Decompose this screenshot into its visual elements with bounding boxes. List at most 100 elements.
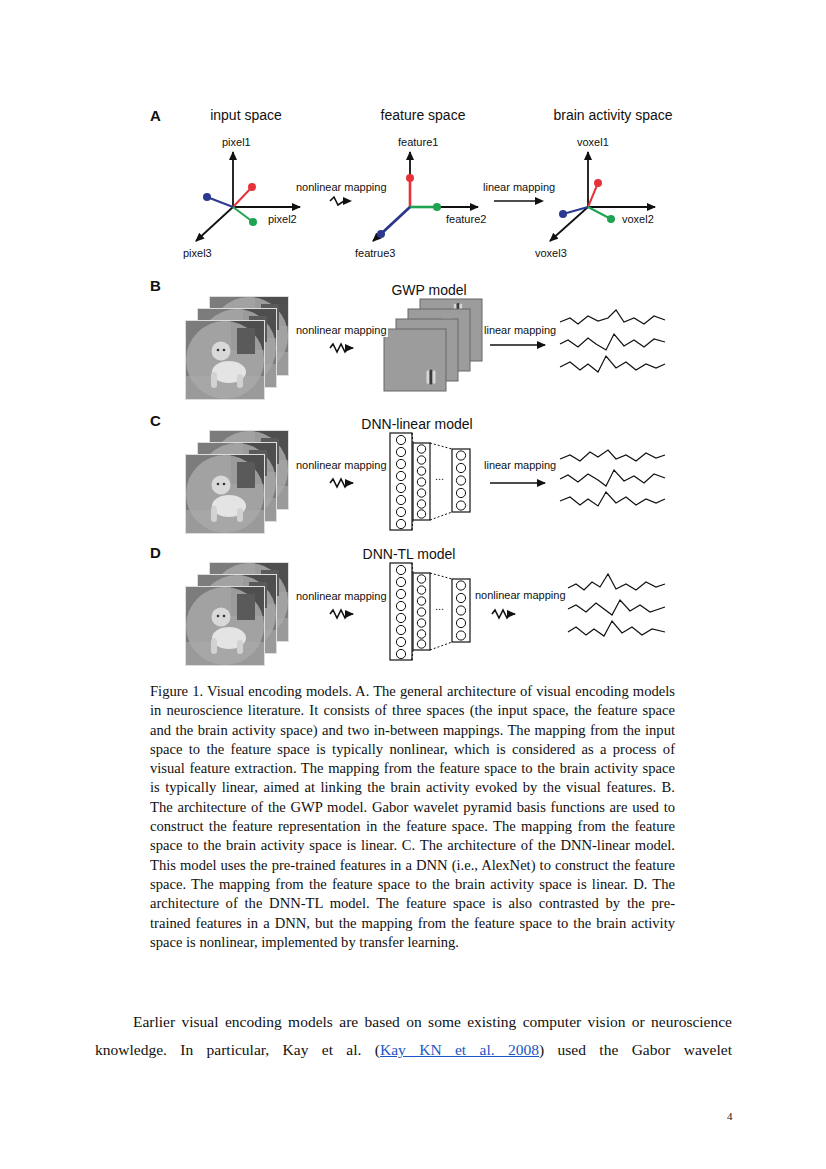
axis-label: pixel1 bbox=[222, 136, 251, 149]
response-waves-part bbox=[560, 310, 665, 324]
response-waves-part bbox=[560, 334, 665, 350]
feature-axes bbox=[373, 152, 478, 241]
photo-stack-d-part bbox=[185, 586, 265, 666]
network-c bbox=[390, 433, 470, 530]
response-waves-part bbox=[560, 450, 665, 461]
pixel-axes-part bbox=[233, 206, 300, 208]
connector-line bbox=[330, 197, 344, 205]
space-panel: brain activity space bbox=[548, 106, 678, 256]
photo-stack-b bbox=[185, 296, 289, 400]
response-waves bbox=[560, 310, 665, 636]
node-heading: DNN-TL model bbox=[363, 546, 456, 562]
axis-label: voxel1 bbox=[577, 136, 609, 149]
voxel-points-part bbox=[594, 179, 602, 187]
gabor-stack bbox=[384, 299, 482, 391]
pixel-points-part bbox=[207, 197, 233, 207]
voxel-axes-part bbox=[550, 207, 588, 241]
mapping-label: nonlinear mapping bbox=[474, 589, 567, 602]
mapping-label: nonlinear mapping bbox=[295, 590, 388, 603]
feature-axes-part bbox=[410, 206, 478, 208]
figure-caption: Figure 1. Visual encoding models. A. The… bbox=[150, 682, 675, 952]
voxel-points bbox=[559, 179, 615, 223]
response-waves-part bbox=[568, 574, 665, 590]
voxel-points-part bbox=[607, 215, 615, 223]
mapping-arrows-part bbox=[492, 610, 515, 618]
citation-link: Kay KN et al. 2008 bbox=[380, 1041, 539, 1058]
node-heading: input space bbox=[210, 107, 282, 123]
pixel-axes-part bbox=[196, 207, 233, 241]
response-waves-part bbox=[568, 621, 665, 636]
mapping-arrows-part bbox=[490, 344, 545, 346]
pixel-points bbox=[203, 183, 257, 226]
network-d bbox=[390, 563, 470, 660]
mapping-label: nonlinear mapping bbox=[295, 181, 388, 194]
mapping-label: linear mapping bbox=[482, 181, 556, 194]
connector-head bbox=[535, 197, 544, 205]
gabor-stack-part bbox=[427, 370, 436, 385]
mapping-label: linear mapping bbox=[483, 324, 557, 337]
feature-points-part bbox=[381, 207, 410, 234]
panel-letter: A bbox=[150, 107, 161, 124]
model-block: GWP model bbox=[377, 281, 481, 393]
page-number: 4 bbox=[727, 1110, 733, 1123]
mapping-label: nonlinear mapping bbox=[295, 324, 388, 337]
response-waves-part bbox=[560, 492, 665, 506]
mapping-arrows-part bbox=[330, 610, 353, 618]
axis-label: feature2 bbox=[446, 213, 486, 226]
photo-stack-c bbox=[185, 430, 289, 534]
mapping-arrows-part bbox=[490, 482, 545, 484]
body-text: ) used the Gabor wavelet bbox=[539, 1041, 732, 1058]
feature-points-part bbox=[377, 230, 385, 238]
mapping-connector bbox=[330, 197, 352, 205]
voxel-axes-part bbox=[587, 152, 589, 207]
mapping-arrows-part bbox=[330, 479, 353, 487]
photo-stack-b-part bbox=[185, 320, 265, 400]
axis-label: featrue3 bbox=[355, 247, 395, 260]
photo-stack-d bbox=[185, 562, 289, 666]
axis-label: voxel2 bbox=[622, 213, 654, 226]
mapping-arrows-part bbox=[330, 344, 353, 352]
model-block: DNN-linear model bbox=[357, 415, 477, 533]
panel-letter: D bbox=[150, 544, 161, 561]
photo-stack-c-part bbox=[185, 454, 265, 534]
pixel-points-part bbox=[249, 218, 257, 226]
response-waves-part bbox=[560, 470, 665, 486]
axis-label: pixel3 bbox=[183, 247, 212, 260]
axis-label: voxel3 bbox=[535, 247, 567, 260]
axis-label: feature1 bbox=[398, 136, 438, 149]
panel-letter: C bbox=[150, 412, 161, 429]
mapping-arrows bbox=[330, 344, 545, 618]
mapping-connector bbox=[494, 197, 544, 205]
feature-points-part bbox=[433, 203, 441, 211]
connector-line bbox=[494, 200, 536, 202]
pixel-points-part bbox=[203, 193, 211, 201]
mapping-label: nonlinear mapping bbox=[295, 459, 388, 472]
feature-points-part bbox=[410, 206, 437, 209]
response-waves-part bbox=[568, 600, 665, 615]
feature-axes-part bbox=[373, 207, 410, 241]
model-block: DNN-TL model bbox=[359, 545, 460, 663]
voxel-points-part bbox=[559, 210, 567, 218]
mapping-label: linear mapping bbox=[483, 459, 557, 472]
pixel-axes-part bbox=[232, 152, 234, 207]
response-waves-part bbox=[560, 356, 665, 372]
node-heading: GWP model bbox=[391, 282, 466, 298]
node-heading: brain activity space bbox=[553, 107, 672, 123]
axis-label: pixel2 bbox=[268, 213, 297, 226]
panel-letter: B bbox=[150, 277, 161, 294]
feature-points-part bbox=[409, 178, 412, 207]
ellipsis-label: ... bbox=[435, 600, 444, 613]
voxel-axes bbox=[550, 152, 655, 241]
ellipsis-label: ... bbox=[435, 470, 444, 483]
pixel-axes bbox=[196, 152, 300, 241]
pixel-points-part bbox=[233, 187, 252, 207]
connector-head bbox=[343, 197, 352, 205]
feature-points-part bbox=[406, 174, 414, 182]
voxel-axes-part bbox=[588, 206, 655, 208]
body-paragraph: Earlier visual encoding models are based… bbox=[95, 1008, 732, 1064]
gabor-stack-part bbox=[384, 329, 446, 391]
node-heading: feature space bbox=[381, 107, 466, 123]
